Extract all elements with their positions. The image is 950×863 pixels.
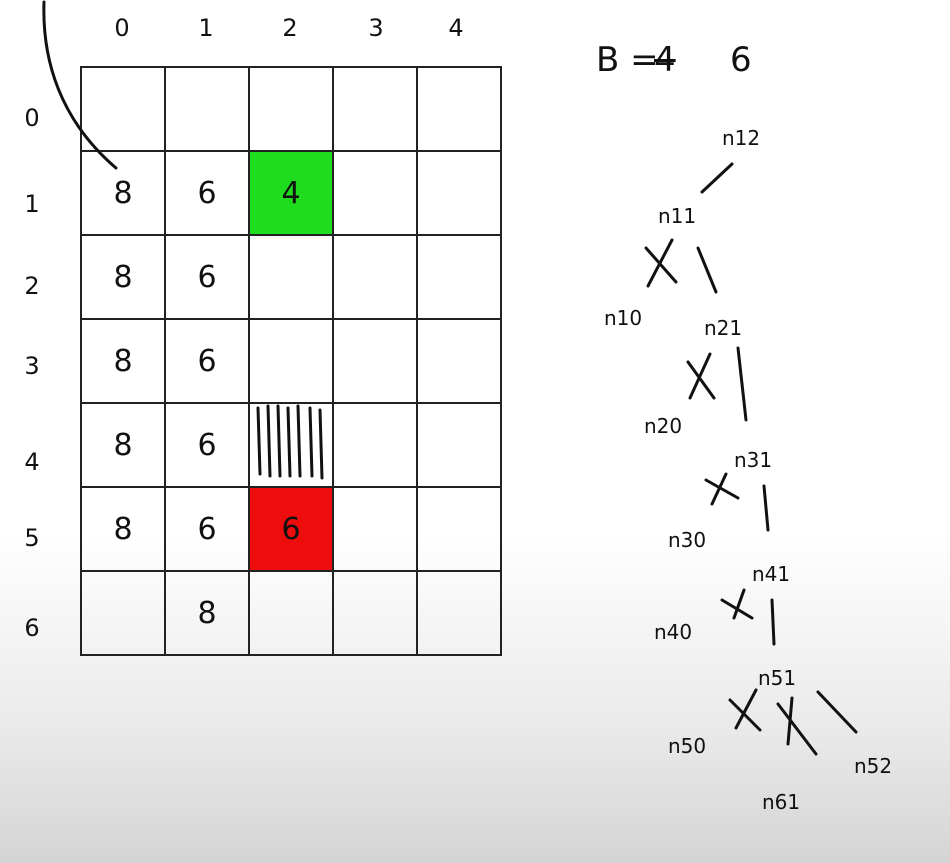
grid-cell-r0-c1 xyxy=(166,68,250,152)
edge-n31-n41 xyxy=(762,484,770,532)
col-header-4: 4 xyxy=(448,14,464,42)
node-n12: n12 xyxy=(722,126,761,150)
node-n61: n61 xyxy=(762,790,801,814)
grid-cell-r6-c3 xyxy=(334,572,418,656)
edge-n41-n51 xyxy=(770,598,776,646)
grid-cell-r3-c4 xyxy=(418,320,502,404)
node-n52: n52 xyxy=(854,754,893,778)
grid-cell-r2-c0: 8 xyxy=(82,236,166,320)
grid-cell-r3-c0: 8 xyxy=(82,320,166,404)
grid-cell-r3-c2 xyxy=(250,320,334,404)
grid-cell-r4-c0: 8 xyxy=(82,404,166,488)
row-header-5: 5 xyxy=(24,524,40,552)
node-n10: n10 xyxy=(604,306,643,330)
grid-cell-r5-c4 xyxy=(418,488,502,572)
edge-n11-n21 xyxy=(696,246,718,294)
grid-cell-r6-c1: 8 xyxy=(166,572,250,656)
node-n20: n20 xyxy=(644,414,683,438)
grid-cell-r6-c0 xyxy=(82,572,166,656)
node-n50: n50 xyxy=(668,734,707,758)
col-header-2: 2 xyxy=(282,14,298,42)
grid-cell-r1-c0: 8 xyxy=(82,152,166,236)
grid-cell-r0-c4 xyxy=(418,68,502,152)
col-header-0: 0 xyxy=(114,14,130,42)
cross-n61 xyxy=(776,696,818,756)
grid-cell-r5-c0: 8 xyxy=(82,488,166,572)
node-n51: n51 xyxy=(758,666,797,690)
grid-cell-r4-c3 xyxy=(334,404,418,488)
grid-cell-r4-c1: 6 xyxy=(166,404,250,488)
grid-cell-r1-c1: 6 xyxy=(166,152,250,236)
grid-cell-r6-c4 xyxy=(418,572,502,656)
edge-n51-n52 xyxy=(816,690,858,734)
cross-n20 xyxy=(686,352,716,400)
col-header-1: 1 xyxy=(198,14,214,42)
node-n11: n11 xyxy=(658,204,697,228)
grid-cell-r2-c2 xyxy=(250,236,334,320)
row-header-3: 3 xyxy=(24,352,40,380)
grid-cell-r0-c3 xyxy=(334,68,418,152)
row-header-4: 4 xyxy=(24,448,40,476)
grid-cell-r3-c3 xyxy=(334,320,418,404)
grid-cell-r1-c3 xyxy=(334,152,418,236)
budget-new-value: 6 xyxy=(730,40,752,80)
node-n21: n21 xyxy=(704,316,743,340)
row-header-2: 2 xyxy=(24,272,40,300)
grid-cell-r1-c4 xyxy=(418,152,502,236)
cross-n10 xyxy=(644,238,678,288)
grid-cell-r5-c1: 6 xyxy=(166,488,250,572)
cross-n50 xyxy=(728,688,762,732)
grid-cell-r0-c2 xyxy=(250,68,334,152)
node-n31: n31 xyxy=(734,448,773,472)
grid-cell-r6-c2 xyxy=(250,572,334,656)
grid-cell-r1-c2: 4 xyxy=(250,152,334,236)
edge-n21-n31 xyxy=(736,346,748,422)
node-n30: n30 xyxy=(668,528,707,552)
edge-n12-n11 xyxy=(700,162,734,194)
grid-cell-r4-c2 xyxy=(250,404,334,488)
node-n40: n40 xyxy=(654,620,693,644)
grid-cell-r5-c3 xyxy=(334,488,418,572)
grid-cell-r2-c3 xyxy=(334,236,418,320)
grid-cell-r2-c1: 6 xyxy=(166,236,250,320)
tally-marks xyxy=(256,404,324,480)
pointer-stroke xyxy=(42,0,118,170)
row-header-1: 1 xyxy=(24,190,40,218)
grid-cell-r5-c2: 6 xyxy=(250,488,334,572)
budget-old-value: 4 xyxy=(654,40,676,80)
row-header-6: 6 xyxy=(24,614,40,642)
node-n41: n41 xyxy=(752,562,791,586)
grid-cell-r2-c4 xyxy=(418,236,502,320)
grid-cell-r3-c1: 6 xyxy=(166,320,250,404)
cross-n40 xyxy=(720,588,754,620)
budget-label: B = xyxy=(596,40,659,80)
grid-cell-r4-c4 xyxy=(418,404,502,488)
cross-n30 xyxy=(704,472,740,506)
grid-cell-r0-c0 xyxy=(82,68,166,152)
col-header-3: 3 xyxy=(368,14,384,42)
row-header-0: 0 xyxy=(24,104,40,132)
